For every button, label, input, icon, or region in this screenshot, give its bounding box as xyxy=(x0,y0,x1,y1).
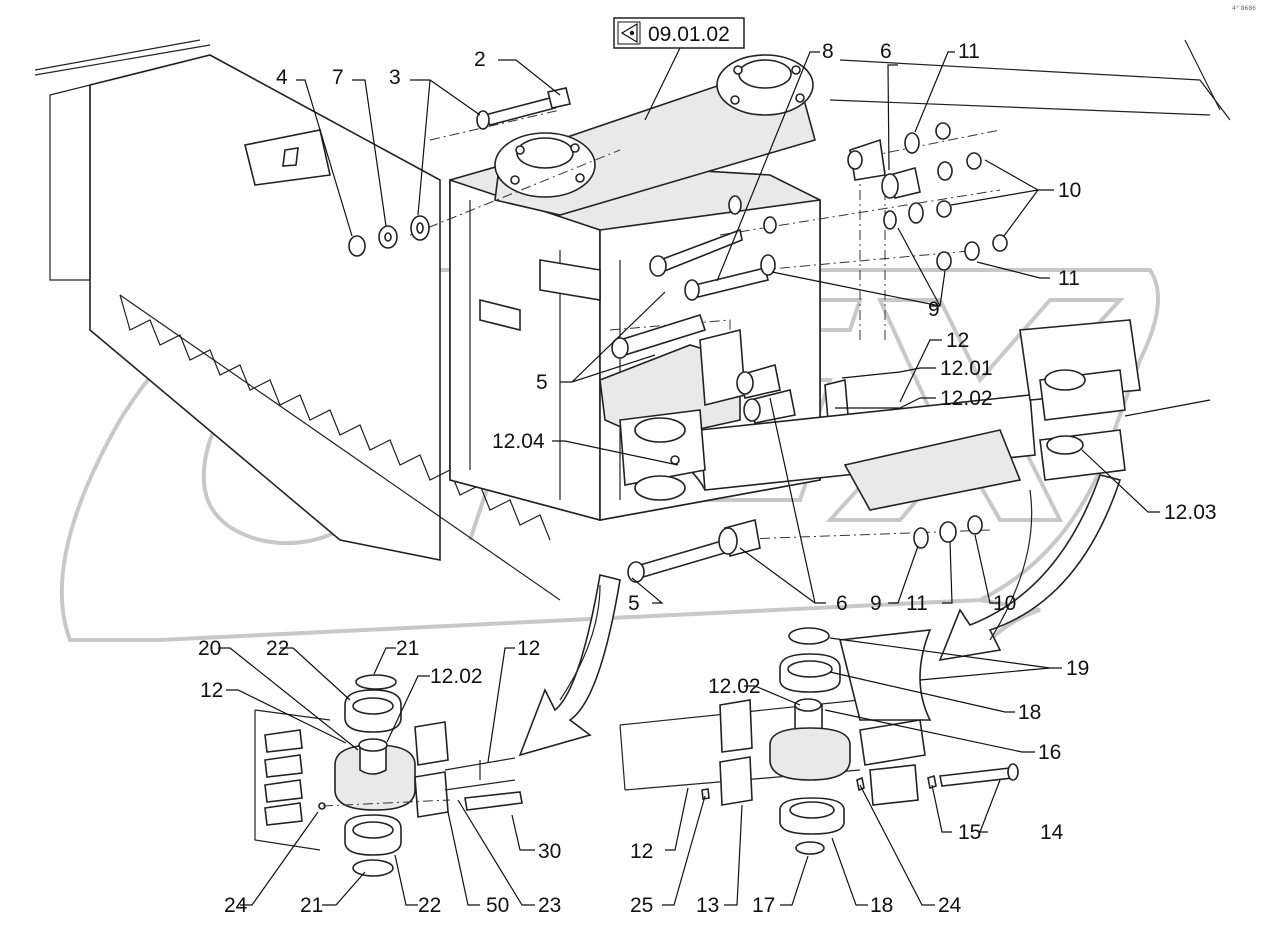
callout-20: 20 xyxy=(198,637,221,660)
callout-11-bottom: 11 xyxy=(906,592,928,615)
callout-5-top: 5 xyxy=(536,371,548,394)
callout-12-01: 12.01 xyxy=(940,357,993,380)
callout-4: 4 xyxy=(276,66,288,89)
callout-6-bottom: 6 xyxy=(836,592,848,615)
callout-2: 2 xyxy=(474,48,486,71)
cylinder-assembly xyxy=(599,314,1141,511)
callout-18-bottom: 18 xyxy=(870,894,893,917)
callout-12-detail-left: 12 xyxy=(200,679,223,702)
callout-15: 15 xyxy=(958,821,981,844)
reference-box[interactable]: 09.01.02 xyxy=(613,17,745,121)
callout-24-right: 24 xyxy=(938,894,962,917)
callout-12-04: 12.04 xyxy=(492,430,545,453)
callout-23: 23 xyxy=(538,894,561,917)
callout-30: 30 xyxy=(538,840,561,863)
fasteners-upper-right xyxy=(649,122,1008,301)
callout-19: 19 xyxy=(1066,657,1089,680)
callout-12-02-right: 12.02 xyxy=(708,675,761,698)
callout-8: 8 xyxy=(822,40,834,63)
callout-50: 50 xyxy=(486,894,509,917)
callout-7: 7 xyxy=(332,66,344,89)
callout-labels: 2 3 4 7 8 6 11 10 11 9 12 12.01 12.02 5 … xyxy=(198,40,1217,917)
callout-12-detail-left-top: 12 xyxy=(517,637,540,660)
callout-6-top: 6 xyxy=(880,40,892,63)
callout-9-bottom: 9 xyxy=(870,592,882,615)
callout-16: 16 xyxy=(1038,741,1061,764)
detail-arrows xyxy=(518,474,1122,757)
callout-12-detail-right: 12 xyxy=(630,840,653,863)
link-arm-assembly xyxy=(494,54,816,216)
callout-12-top: 12 xyxy=(946,329,969,352)
callout-12-02-top: 12.02 xyxy=(940,387,993,410)
callout-22-bottom: 22 xyxy=(418,894,441,917)
callout-13: 13 xyxy=(696,894,719,917)
callout-24-left: 24 xyxy=(224,894,248,917)
callout-10-bottom: 10 xyxy=(993,592,1016,615)
callout-18-top: 18 xyxy=(1018,701,1041,724)
callout-10-top: 10 xyxy=(1058,179,1081,202)
callout-3: 3 xyxy=(389,66,401,89)
detail-right xyxy=(619,627,1019,855)
callout-14: 14 xyxy=(1040,821,1064,844)
corner-code: 4° 8686 xyxy=(1232,5,1256,12)
fasteners-lower xyxy=(627,515,983,583)
callout-25: 25 xyxy=(630,894,653,917)
callout-9-top: 9 xyxy=(928,298,940,321)
callout-5-bottom: 5 xyxy=(628,592,640,615)
detail-left xyxy=(254,674,523,877)
callout-21-bottom: 21 xyxy=(300,894,323,917)
callout-12-02-left: 12.02 xyxy=(430,665,483,688)
callout-17: 17 xyxy=(752,894,775,917)
callout-12-03: 12.03 xyxy=(1164,501,1217,524)
fasteners-upper-left xyxy=(348,87,571,257)
callout-22-top: 22 xyxy=(266,637,289,660)
callout-21-top: 21 xyxy=(396,637,419,660)
callout-11-top: 11 xyxy=(958,40,980,63)
view-eye-icon xyxy=(617,21,641,45)
leader-lines xyxy=(218,51,1211,906)
callout-11-mid: 11 xyxy=(1058,267,1080,290)
reference-code: 09.01.02 xyxy=(648,23,730,46)
